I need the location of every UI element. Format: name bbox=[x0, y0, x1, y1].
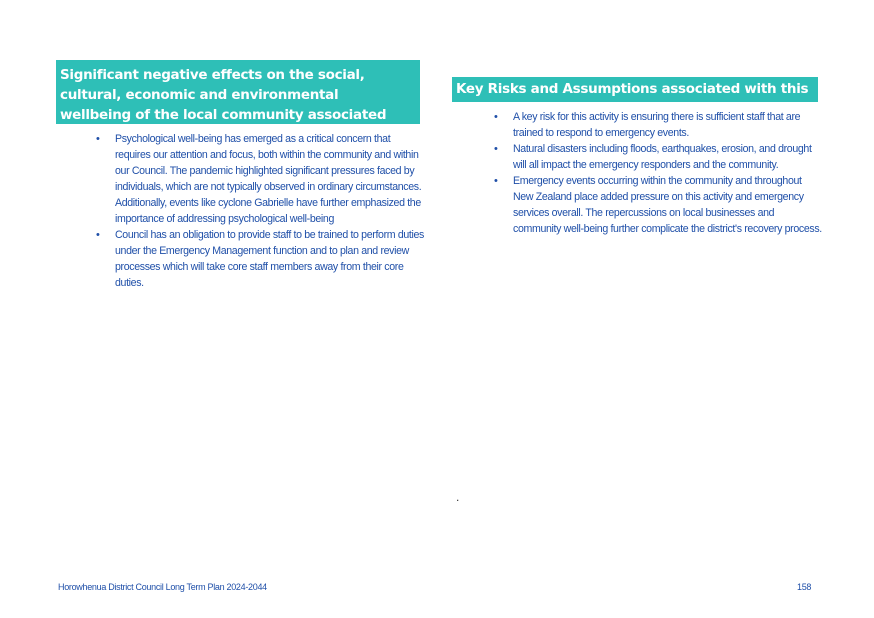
negative-effects-list: Psychological well-being has emerged as … bbox=[96, 131, 426, 291]
stray-mark: . bbox=[456, 490, 460, 504]
footer-document-title: Horowhenua District Council Long Term Pl… bbox=[58, 582, 267, 592]
list-item: Emergency events occurring within the co… bbox=[494, 173, 824, 237]
list-item: A key risk for this activity is ensuring… bbox=[494, 109, 824, 141]
list-item: Council has an obligation to provide sta… bbox=[96, 227, 426, 291]
key-risks-heading: Key Risks and Assumptions associated wit… bbox=[452, 77, 818, 122]
list-item: Psychological well-being has emerged as … bbox=[96, 131, 426, 227]
negative-effects-heading: Significant negative effects on the soci… bbox=[56, 60, 420, 143]
footer-page-number: 158 bbox=[797, 582, 812, 592]
list-item: Natural disasters including floods, eart… bbox=[494, 141, 824, 173]
key-risks-list: A key risk for this activity is ensuring… bbox=[494, 109, 824, 237]
